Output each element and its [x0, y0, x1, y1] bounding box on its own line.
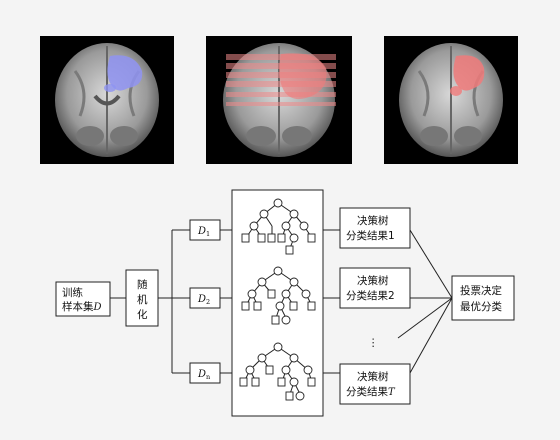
- subset-label-n: Dn: [197, 369, 210, 381]
- subset-box-1: [189, 219, 221, 241]
- result-label-2-line2: 分类结果2: [346, 289, 395, 302]
- training-set-box: [55, 281, 111, 317]
- vote-label-line1: 投票决定: [460, 284, 502, 297]
- randomization-char-2: 机: [137, 293, 148, 306]
- result-box-t: [339, 363, 411, 405]
- randomization-char-1: 随: [137, 278, 148, 291]
- training-set-label-line2: 样本集D: [62, 300, 102, 313]
- vote-label-line2: 最优分类: [460, 300, 502, 313]
- subset-box-n: [189, 362, 221, 384]
- result-label-2-line1: 决策树: [357, 274, 389, 287]
- result-label-t-line1: 决策树: [357, 370, 389, 383]
- vote-box: [451, 275, 515, 321]
- subset-label-2: D2: [197, 294, 210, 306]
- result-label-t-line2: 分类结果T: [346, 385, 396, 398]
- result-label-1-line1: 决策树: [357, 214, 389, 227]
- randomization-char-3: 化: [137, 308, 148, 321]
- brain-scan-red-banded: [206, 36, 352, 164]
- subset-label-1: D1: [197, 226, 210, 238]
- randomization-box: [125, 269, 159, 327]
- result-box-1: [339, 207, 411, 249]
- training-set-label-line1: 训练: [62, 286, 83, 299]
- brain-scan-blue: [40, 36, 174, 164]
- result-box-2: [339, 267, 411, 309]
- decision-tree-1: [241, 198, 316, 255]
- ellipsis: ⋮: [368, 337, 379, 349]
- connectors: [110, 229, 453, 374]
- lesion-overlay: [107, 55, 143, 91]
- brain-scan-red: [384, 36, 518, 164]
- lesion-overlay: [453, 55, 485, 91]
- subset-box-2: [189, 287, 221, 309]
- decision-tree-n: [239, 342, 316, 401]
- decision-tree-2: [241, 266, 316, 325]
- result-label-1-line2: 分类结果1: [346, 229, 395, 242]
